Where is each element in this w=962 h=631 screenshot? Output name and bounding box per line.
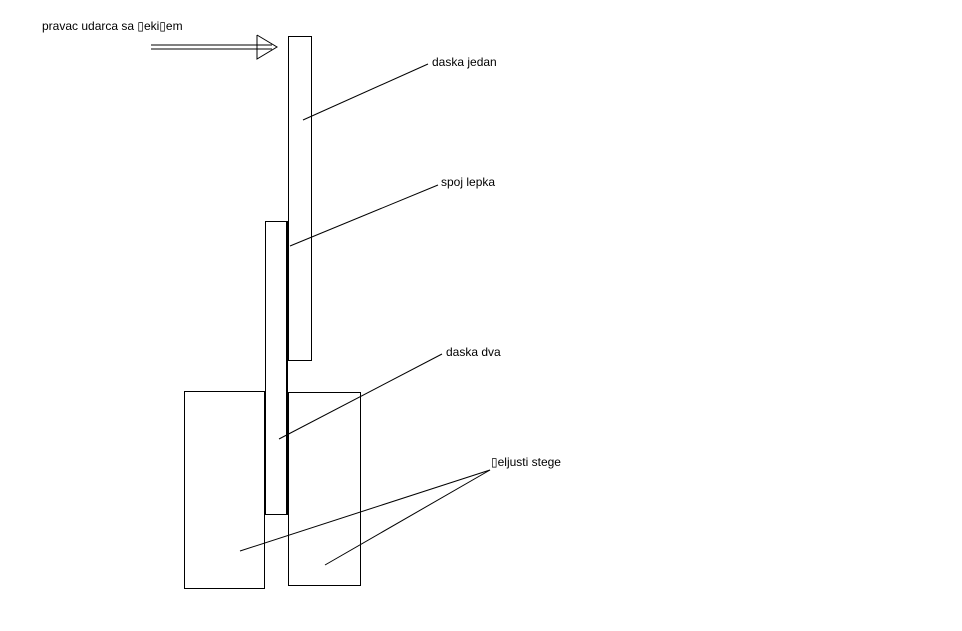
strike-arrow xyxy=(151,34,278,60)
board-one-leader xyxy=(302,63,429,121)
clamp-jaw-right-leader xyxy=(324,469,491,566)
glue-joint-leader xyxy=(289,184,439,247)
board-two-leader xyxy=(278,353,443,440)
clamp-jaw-left-leader xyxy=(239,469,491,552)
clamp-jaws-label: ▯eljusti stege xyxy=(491,455,561,469)
board-two xyxy=(265,221,288,515)
clamp-jaw-left xyxy=(184,391,265,589)
glue-joint-label: spoj lepka xyxy=(441,175,495,189)
clamp-jaw-right xyxy=(288,392,361,586)
board-one-label: daska jedan xyxy=(432,55,497,69)
strike-direction-label: pravac udarca sa ▯eki▯em xyxy=(42,19,183,33)
board-one xyxy=(288,36,312,361)
board-two-label: daska dva xyxy=(446,345,501,359)
